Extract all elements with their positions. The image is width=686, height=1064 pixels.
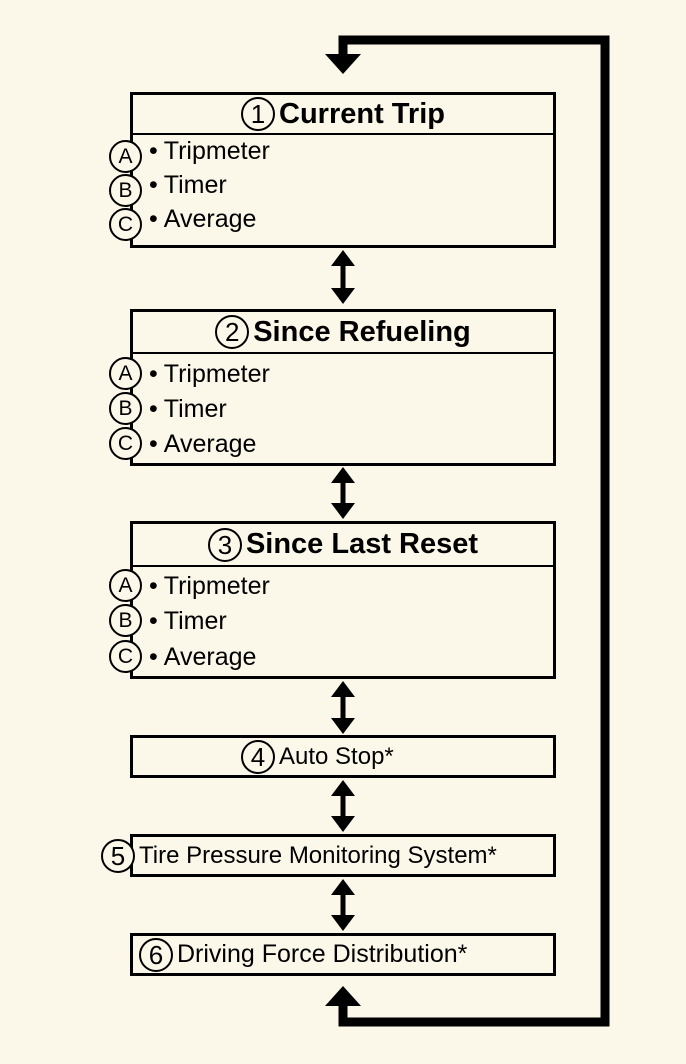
item-tire-pressure [130, 834, 556, 877]
list-item: •Average [149, 430, 257, 458]
circled-number-1: 1 [241, 97, 276, 131]
item-label: Timer [163, 607, 227, 635]
circled-letter-c: C [109, 640, 142, 673]
circled-number-5: 5 [101, 838, 135, 873]
circled-letter-b: B [109, 174, 142, 207]
item-label: Tripmeter [163, 572, 270, 600]
circled-letter-b: B [109, 604, 142, 637]
section-current-trip: 1 Current Trip •Tripmeter •Timer •Averag… [130, 92, 556, 248]
circled-number-2: 2 [215, 315, 250, 349]
single-item-label: Auto Stop* [279, 742, 394, 770]
circled-number-6: 6 [139, 937, 173, 972]
double-arrow-icon-5 [331, 879, 355, 931]
double-arrow-icon-3 [331, 681, 355, 734]
item-label: Average [163, 205, 257, 233]
section-title: Since Refueling [253, 315, 471, 348]
item-label: Tripmeter [163, 137, 270, 165]
double-arrow-icon-4 [331, 780, 355, 832]
list-item: •Timer [149, 395, 227, 423]
section-header: 2 Since Refueling [133, 312, 553, 354]
section-title: Current Trip [279, 97, 445, 130]
section-since-last-reset: 3 Since Last Reset •Tripmeter •Timer •Av… [130, 521, 556, 679]
list-item: •Tripmeter [149, 360, 270, 388]
single-item-row: 5 Tire Pressure Monitoring System* [101, 837, 497, 874]
single-item-row: 6 Driving Force Distribution* [139, 936, 467, 973]
list-item: •Timer [149, 607, 227, 635]
section-title: Since Last Reset [245, 528, 479, 560]
item-label: Average [163, 430, 257, 458]
list-item: •Average [149, 643, 257, 671]
section-header: 3 Since Last Reset [133, 524, 553, 567]
item-label: Average [163, 643, 257, 671]
list-item: •Timer [149, 171, 227, 199]
double-arrow-icon-1 [331, 250, 355, 304]
circled-letter-c: C [109, 427, 142, 460]
list-item: •Average [149, 205, 257, 233]
list-item: •Tripmeter [149, 137, 270, 165]
single-item-row: 4 Auto Stop* [241, 738, 394, 775]
item-label: Timer [163, 171, 227, 199]
circled-number-4: 4 [241, 739, 275, 774]
single-item-label: Tire Pressure Monitoring System* [139, 841, 497, 869]
circled-number-3: 3 [207, 527, 242, 562]
item-label: Timer [163, 395, 227, 423]
section-header: 1 Current Trip [133, 95, 553, 135]
circled-letter-a: A [109, 569, 142, 602]
circled-letter-c: C [109, 208, 142, 241]
circled-letter-a: A [109, 357, 142, 390]
circled-letter-b: B [109, 392, 142, 425]
double-arrow-icon-2 [331, 467, 355, 519]
circled-letter-a: A [109, 140, 142, 173]
item-driving-force: 6 Driving Force Distribution* [130, 933, 556, 976]
item-auto-stop: 4 Auto Stop* [130, 735, 556, 778]
section-since-refueling: 2 Since Refueling •Tripmeter •Timer •Ave… [130, 309, 556, 466]
single-item-label: Driving Force Distribution* [177, 940, 468, 968]
list-item: •Tripmeter [149, 572, 270, 600]
item-label: Tripmeter [163, 360, 270, 388]
